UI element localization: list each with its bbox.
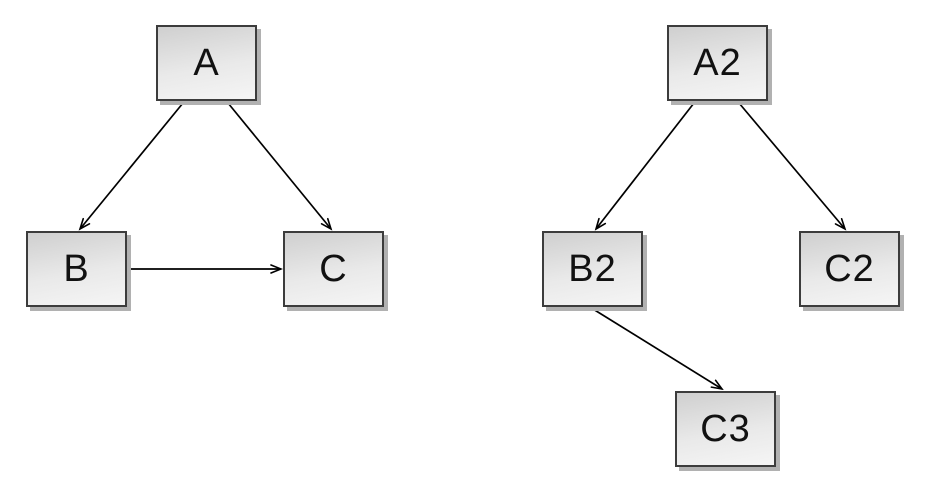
node-C3: C3	[675, 391, 776, 467]
node-A: A	[156, 25, 257, 101]
node-C2: C2	[799, 231, 900, 307]
edge-B2-C3	[592, 308, 722, 389]
edge-A2-B2	[596, 102, 695, 229]
node-B: B	[26, 231, 127, 307]
node-A2: A2	[667, 25, 768, 101]
node-C2-label: C2	[824, 248, 875, 290]
node-C: C	[283, 231, 384, 307]
edge-A-C	[227, 102, 331, 229]
node-A2-label: A2	[693, 42, 742, 84]
node-A-label: A	[193, 42, 220, 84]
node-B2-label: B2	[568, 248, 617, 290]
node-B-label: B	[63, 248, 90, 290]
node-C3-label: C3	[700, 408, 751, 450]
node-B2: B2	[542, 231, 643, 307]
node-C-label: C	[319, 248, 348, 290]
edge-A-B	[80, 102, 184, 229]
edge-A2-C2	[738, 102, 845, 229]
